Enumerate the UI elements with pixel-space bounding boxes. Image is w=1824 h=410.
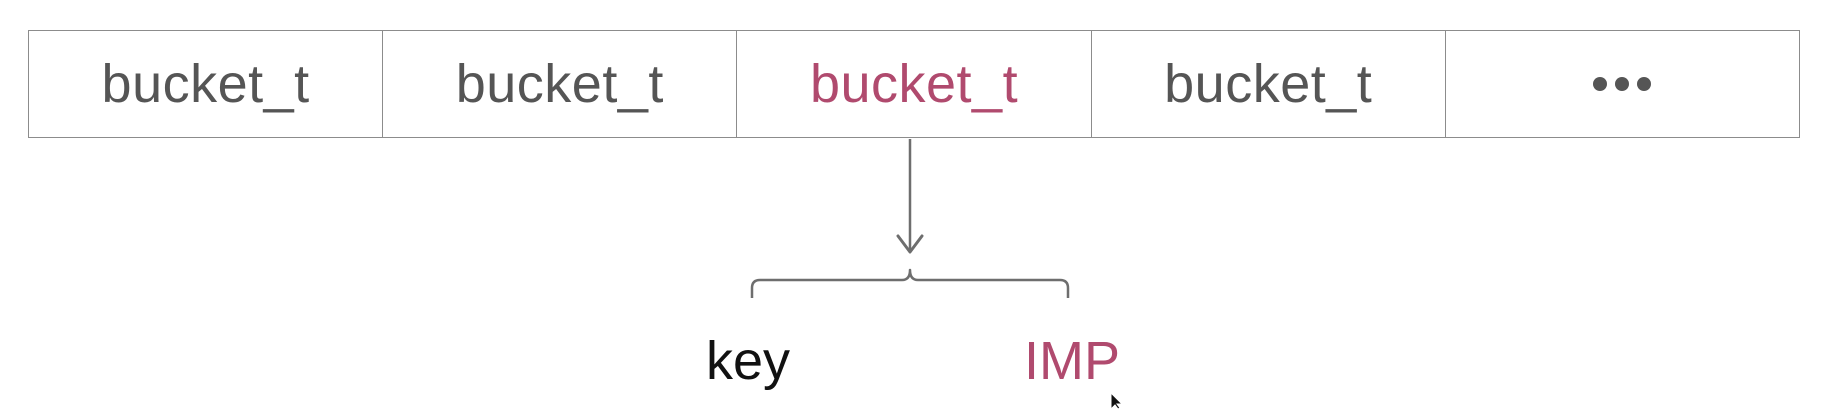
bucket-label: bucket_t <box>455 54 664 114</box>
mouse-pointer-icon <box>1110 392 1124 410</box>
bucket-cell-more <box>1446 31 1799 137</box>
bucket-cell-highlighted: bucket_t <box>737 31 1092 137</box>
bucket-cell: bucket_t <box>1092 31 1446 137</box>
bucket-cell: bucket_t <box>29 31 384 137</box>
imp-label: IMP <box>1024 331 1121 391</box>
arrow-down-icon <box>896 139 924 254</box>
bucket-cell: bucket_t <box>383 31 738 137</box>
bucket-label-highlighted: bucket_t <box>809 54 1019 114</box>
bucket-label: bucket_t <box>101 54 310 114</box>
ellipsis-icon <box>1593 77 1652 91</box>
key-label: key <box>706 331 791 391</box>
bucket-array: bucket_t bucket_t bucket_t bucket_t <box>28 30 1800 138</box>
bucket-label: bucket_t <box>1164 54 1373 114</box>
curly-brace-icon <box>750 268 1070 298</box>
